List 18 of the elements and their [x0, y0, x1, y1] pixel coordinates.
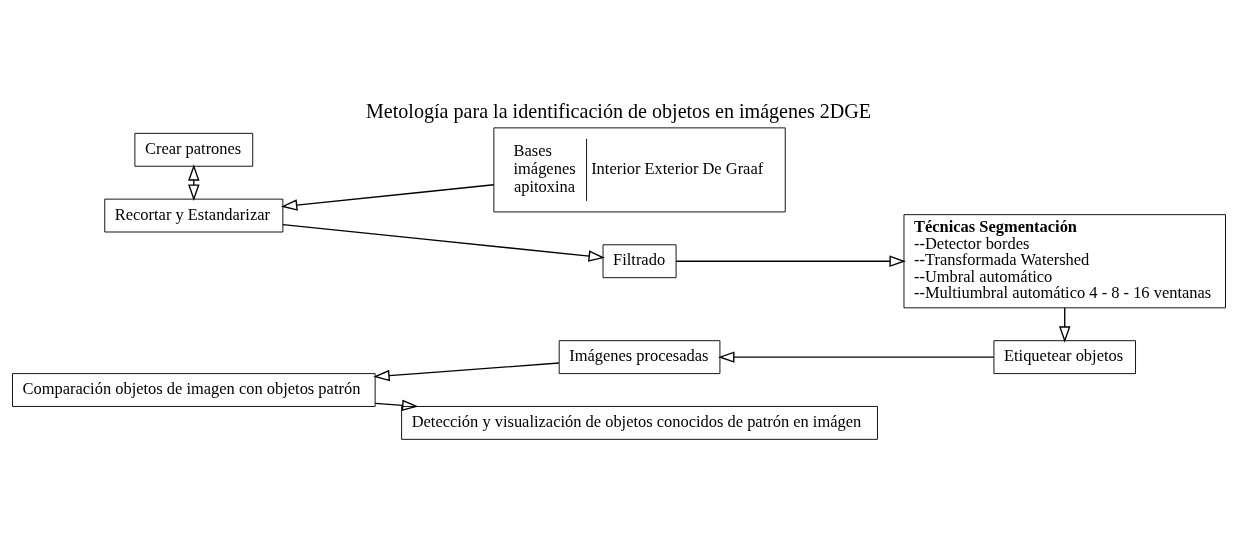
- node-box: Técnicas Segmentación --Detector bordes --Transformada Watershed --Umbral automático --Multiumbral automático 4 - 8 - 16 ventanas: [903, 213, 1226, 308]
- diagram-title: Metología para la identificación de objetos en imágenes 2DGE: [365, 99, 872, 122]
- arrow: [374, 399, 419, 411]
- node-box: Imágenes procesadas: [558, 339, 721, 374]
- arrow: [373, 361, 560, 381]
- arrow: [282, 223, 605, 262]
- arrow: [280, 183, 495, 211]
- arrow: [1058, 306, 1071, 343]
- arrow: [188, 163, 200, 201]
- node-box: Bases imágenes apitoxina Interior Exterior De Graaf: [493, 126, 786, 212]
- node-box: Comparación objetos de imagen con objetos patrón: [12, 372, 376, 407]
- node-box: Detección y visualización de objetos conocidos de patrón en imágen: [401, 405, 878, 440]
- node-box: Filtrado: [602, 243, 677, 278]
- arrow: [718, 350, 995, 363]
- node-box: Etiquetear objetos: [993, 339, 1136, 374]
- node-box: Recortar y Estandarizar: [104, 198, 284, 232]
- arrow: [675, 254, 906, 267]
- node-box: Crear patrones: [134, 132, 254, 167]
